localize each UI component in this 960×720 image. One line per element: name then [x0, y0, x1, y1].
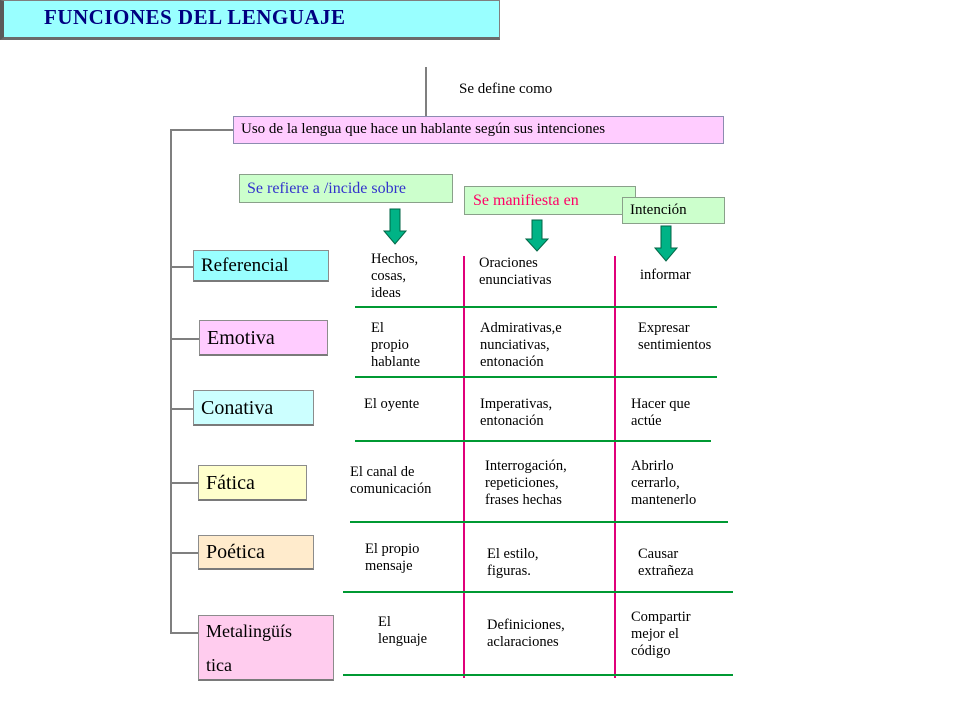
function-name-line-2: tica: [206, 655, 232, 675]
function-metalinguistica: Metalingüís tica: [198, 615, 334, 681]
function-emotiva: Emotiva: [199, 320, 328, 356]
cell-manifests: Oraciones enunciativas: [479, 255, 552, 288]
header-intention: Intención: [622, 197, 725, 224]
column-divider: [614, 256, 616, 678]
cell-intention: informar: [640, 267, 691, 283]
function-name: Poética: [206, 541, 265, 563]
cell-refers: El propio mensaje: [365, 541, 420, 574]
row-divider: [355, 376, 717, 378]
tree-branch: [170, 482, 198, 484]
row-divider: [355, 306, 717, 308]
cell-intention: Hacer que actúe: [631, 396, 691, 429]
function-name: Emotiva: [207, 327, 275, 349]
title-connector: [425, 67, 427, 116]
definition-box: Uso de la lengua que hace un hablante se…: [233, 116, 724, 144]
function-conativa: Conativa: [193, 390, 314, 426]
function-name: Referencial: [201, 255, 289, 276]
row-divider: [343, 674, 733, 676]
cell-manifests: Interrogación, repeticiones, frases hech…: [485, 458, 567, 508]
row-divider: [355, 440, 711, 442]
tree-trunk: [170, 129, 172, 633]
diagram-title: FUNCIONES DEL LENGUAJE: [44, 5, 346, 29]
row-divider: [350, 521, 728, 523]
cell-refers: Hechos, cosas, ideas: [371, 251, 419, 301]
cell-manifests: Definiciones, aclaraciones: [487, 617, 565, 650]
function-referencial: Referencial: [193, 250, 329, 282]
column-divider: [463, 256, 465, 678]
function-name-line-1: Metalingüís: [206, 621, 292, 641]
arrow-down-icon: [653, 225, 679, 262]
title-box: FUNCIONES DEL LENGUAJE: [0, 0, 500, 40]
cell-manifests: Imperativas, entonación: [480, 396, 553, 429]
header-refers-label: Se refiere a /incide sobre: [247, 180, 407, 197]
definition-text: Uso de la lengua que hace un hablante se…: [241, 121, 606, 137]
cell-intention: Abrirlo cerrarlo, mantenerlo: [631, 458, 697, 508]
cell-refers: El oyente: [364, 396, 420, 412]
cell-intention: Compartir mejor el código: [631, 609, 691, 659]
header-manifests: Se manifiesta en: [464, 186, 636, 215]
define-label: Se define como: [459, 81, 553, 97]
header-refers: Se refiere a /incide sobre: [239, 174, 453, 203]
tree-branch: [170, 632, 198, 634]
tree-branch: [170, 552, 198, 554]
cell-manifests: El estilo, figuras.: [487, 546, 539, 579]
tree-branch: [170, 408, 193, 410]
header-intention-label: Intención: [630, 202, 687, 218]
function-poetica: Poética: [198, 535, 314, 570]
arrow-down-icon: [524, 219, 550, 252]
tree-branch: [170, 266, 193, 268]
tree-branch-definition: [170, 129, 233, 131]
arrow-down-icon: [382, 208, 408, 245]
cell-intention: Causar extrañeza: [638, 546, 694, 579]
row-divider: [343, 591, 733, 593]
tree-branch: [170, 338, 199, 340]
function-name: Conativa: [201, 397, 274, 419]
cell-refers: El canal de comunicación: [350, 464, 432, 497]
cell-refers: El propio hablante: [371, 320, 421, 370]
cell-manifests: Admirativas,e nunciativas, entonación: [480, 320, 562, 370]
cell-intention: Expresar sentimientos: [638, 320, 712, 353]
cell-refers: El lenguaje: [378, 614, 428, 647]
function-fatica: Fática: [198, 465, 307, 501]
function-name: Fática: [206, 472, 255, 494]
header-manifests-label: Se manifiesta en: [473, 192, 579, 209]
